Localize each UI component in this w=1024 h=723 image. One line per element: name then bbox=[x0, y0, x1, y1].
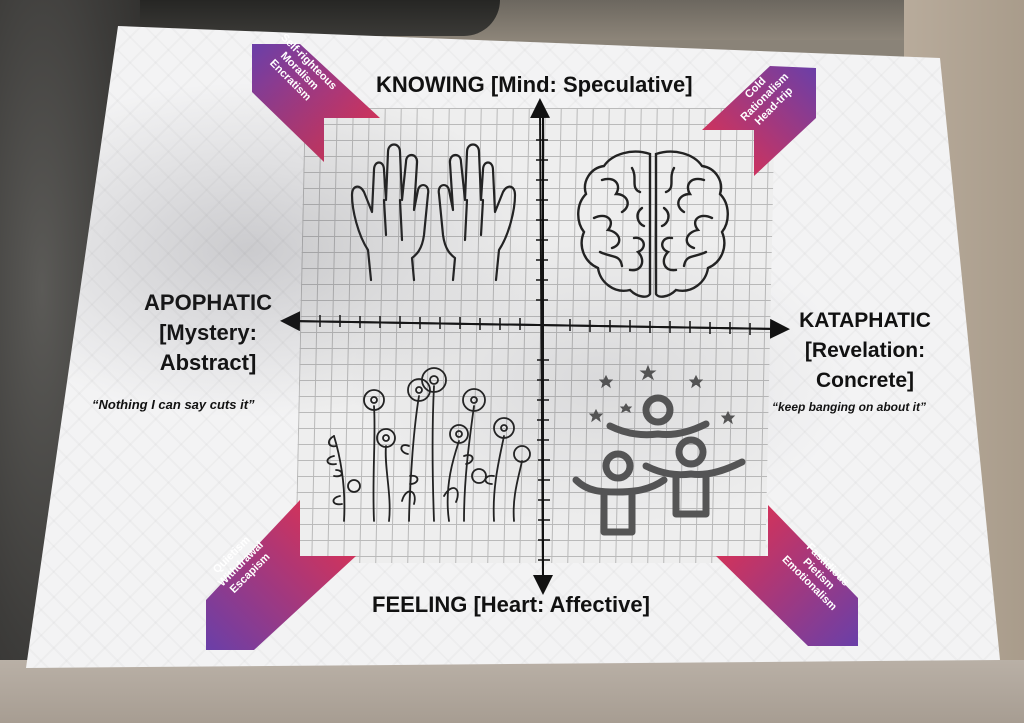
quote-right: “keep banging on about it” bbox=[772, 400, 926, 414]
axis-label-right: KATAPHATIC[Revelation:Concrete] bbox=[799, 309, 931, 392]
star-icon bbox=[598, 374, 614, 389]
horizontal-axis-left bbox=[280, 311, 781, 332]
quote-left: “Nothing I can say cuts it” bbox=[92, 397, 255, 412]
axis-label-top: KNOWING [Mind: Speculative] bbox=[376, 72, 693, 97]
banner-top-left bbox=[252, 44, 380, 162]
star-icon bbox=[688, 374, 704, 389]
banner-bottom-right bbox=[716, 505, 858, 646]
star-icon bbox=[588, 408, 604, 423]
star-icon bbox=[639, 364, 657, 381]
wildflowers-icon bbox=[326, 367, 531, 522]
star-icon bbox=[619, 403, 633, 413]
open-hands-icon bbox=[350, 143, 517, 282]
brain-icon bbox=[577, 150, 729, 298]
axis-label-bottom: FEELING [Heart: Affective] bbox=[372, 592, 650, 617]
axis-label-left: APOPHATIC[Mystery:Abstract] bbox=[144, 290, 272, 375]
people-cheering-icon bbox=[572, 364, 746, 536]
star-icon bbox=[720, 410, 736, 425]
banner-top-right bbox=[702, 66, 816, 176]
banner-bottom-left bbox=[206, 500, 356, 650]
fabric-bottom bbox=[0, 660, 1024, 723]
